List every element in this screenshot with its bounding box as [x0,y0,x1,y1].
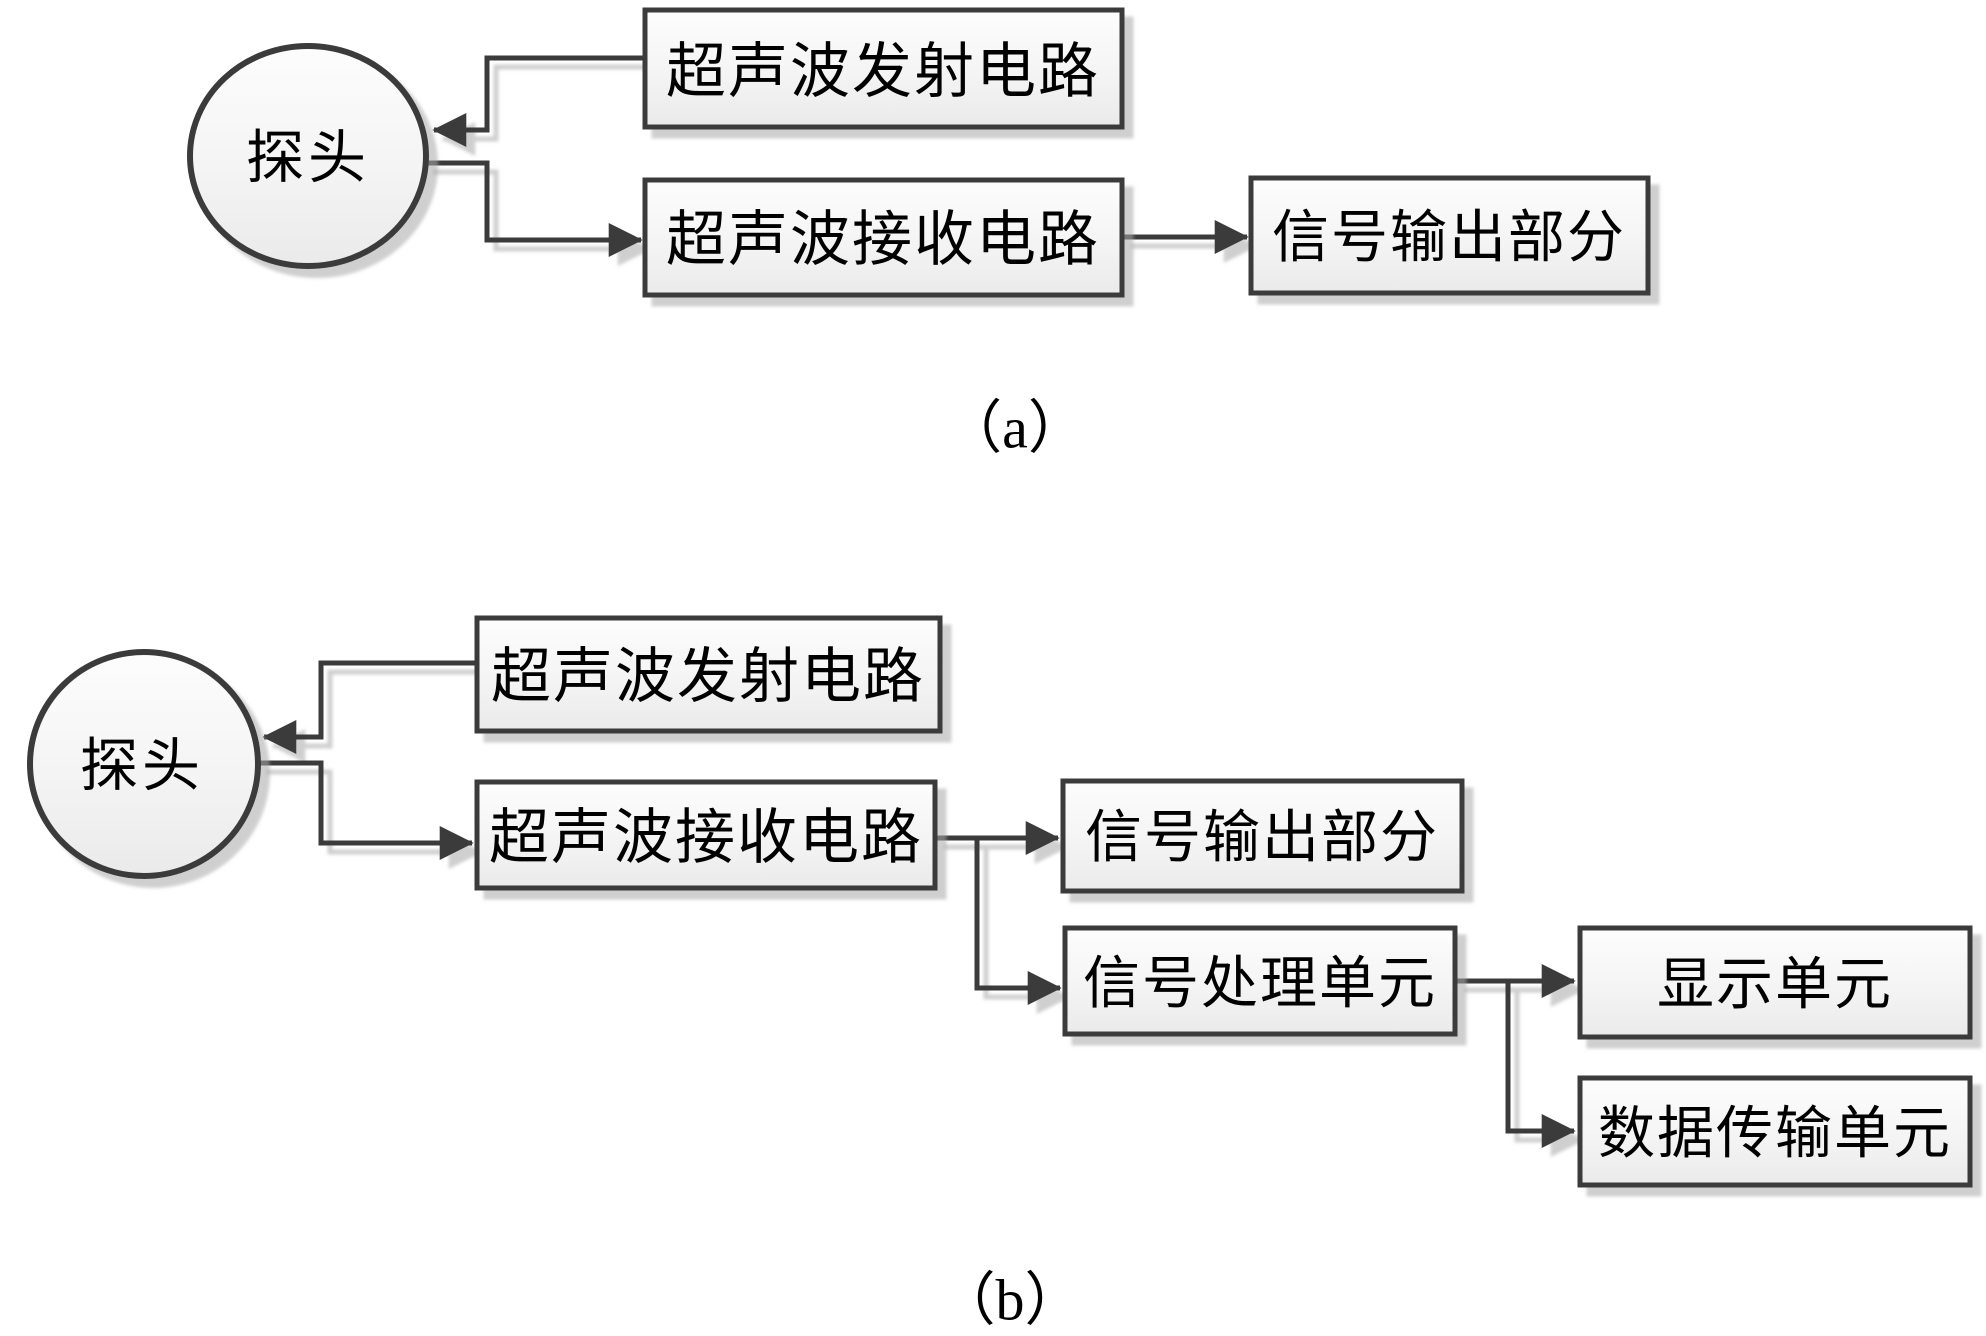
receive-box-a [642,177,1125,298]
arrow-probe-to-receive-a [424,160,643,257]
transmit-box-a [642,7,1125,130]
probe-label-b: 探头 [80,734,204,799]
transmit-box-b [474,615,943,734]
arrow-transmit-to-probe-b [262,660,477,754]
transmit-label-b: 超声波发射电路 [491,644,925,710]
diagram-a: 探头 超声波发射电路 超声波接收电路 信号输出部分 （a） [187,7,1651,461]
diagram-b-connectors [257,660,1576,1148]
arrow-probe-to-receive-b [257,760,474,860]
receive-label-a: 超声波接收电路 [666,207,1100,273]
data-transmission-box-b [1577,1075,1973,1188]
caption-a: （a） [944,396,1086,461]
display-box-b [1577,925,1973,1040]
probe-node-a [187,43,429,269]
signal-output-label-a: 信号输出部分 [1272,207,1626,270]
arrow-receive-to-signal-processing-b [974,838,1062,1005]
receive-label-b: 超声波接收电路 [489,805,923,871]
display-label-b: 显示单元 [1657,954,1893,1017]
probe-label-a: 探头 [246,126,370,191]
probe-node-b [27,649,261,879]
signal-processing-box-b [1062,925,1458,1037]
transmit-label-a: 超声波发射电路 [666,39,1100,105]
signal-output-box-b [1060,778,1465,894]
diagram-a-connectors [424,55,1249,257]
signal-output-label-b: 信号输出部分 [1085,807,1439,870]
caption-b: （b） [937,1268,1082,1333]
signal-output-box-a [1248,175,1651,296]
diagram-b: 探头 超声波发射电路 超声波接收电路 信号输出部分 信号处理单元 显示单元 数据… [27,615,1973,1333]
arrow-processing-to-data-transmission-b [1505,981,1576,1148]
data-transmission-label-b: 数据传输单元 [1598,1103,1952,1166]
receive-box-b [474,779,938,891]
arrow-transmit-to-probe-a [432,55,645,147]
signal-processing-label-b: 信号处理单元 [1083,953,1437,1016]
